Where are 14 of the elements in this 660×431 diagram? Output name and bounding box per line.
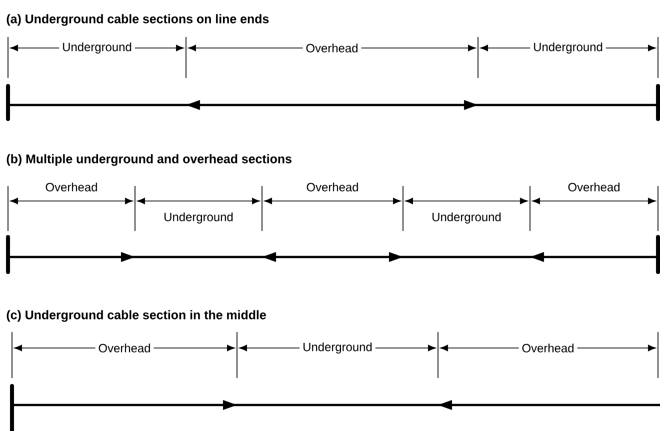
panel-title: (c) Underground cable section in the middle <box>6 310 266 322</box>
panel-title: (a) Underground cable sections on line ends <box>6 14 269 26</box>
section-label: Underground <box>300 339 376 357</box>
section-label: Underground <box>432 212 501 224</box>
section-label: Overhead <box>568 182 620 192</box>
section-label: Overhead <box>95 340 154 356</box>
section-label: Underground <box>164 212 233 224</box>
section-label: Overhead <box>306 182 358 192</box>
section-label: Underground <box>530 39 606 57</box>
panel-title: (b) Multiple underground and overhead sections <box>6 154 292 166</box>
section-label: Overhead <box>46 182 97 192</box>
section-label: Overhead <box>518 340 578 356</box>
section-label: Underground <box>59 39 135 57</box>
section-label: Overhead <box>302 40 362 56</box>
